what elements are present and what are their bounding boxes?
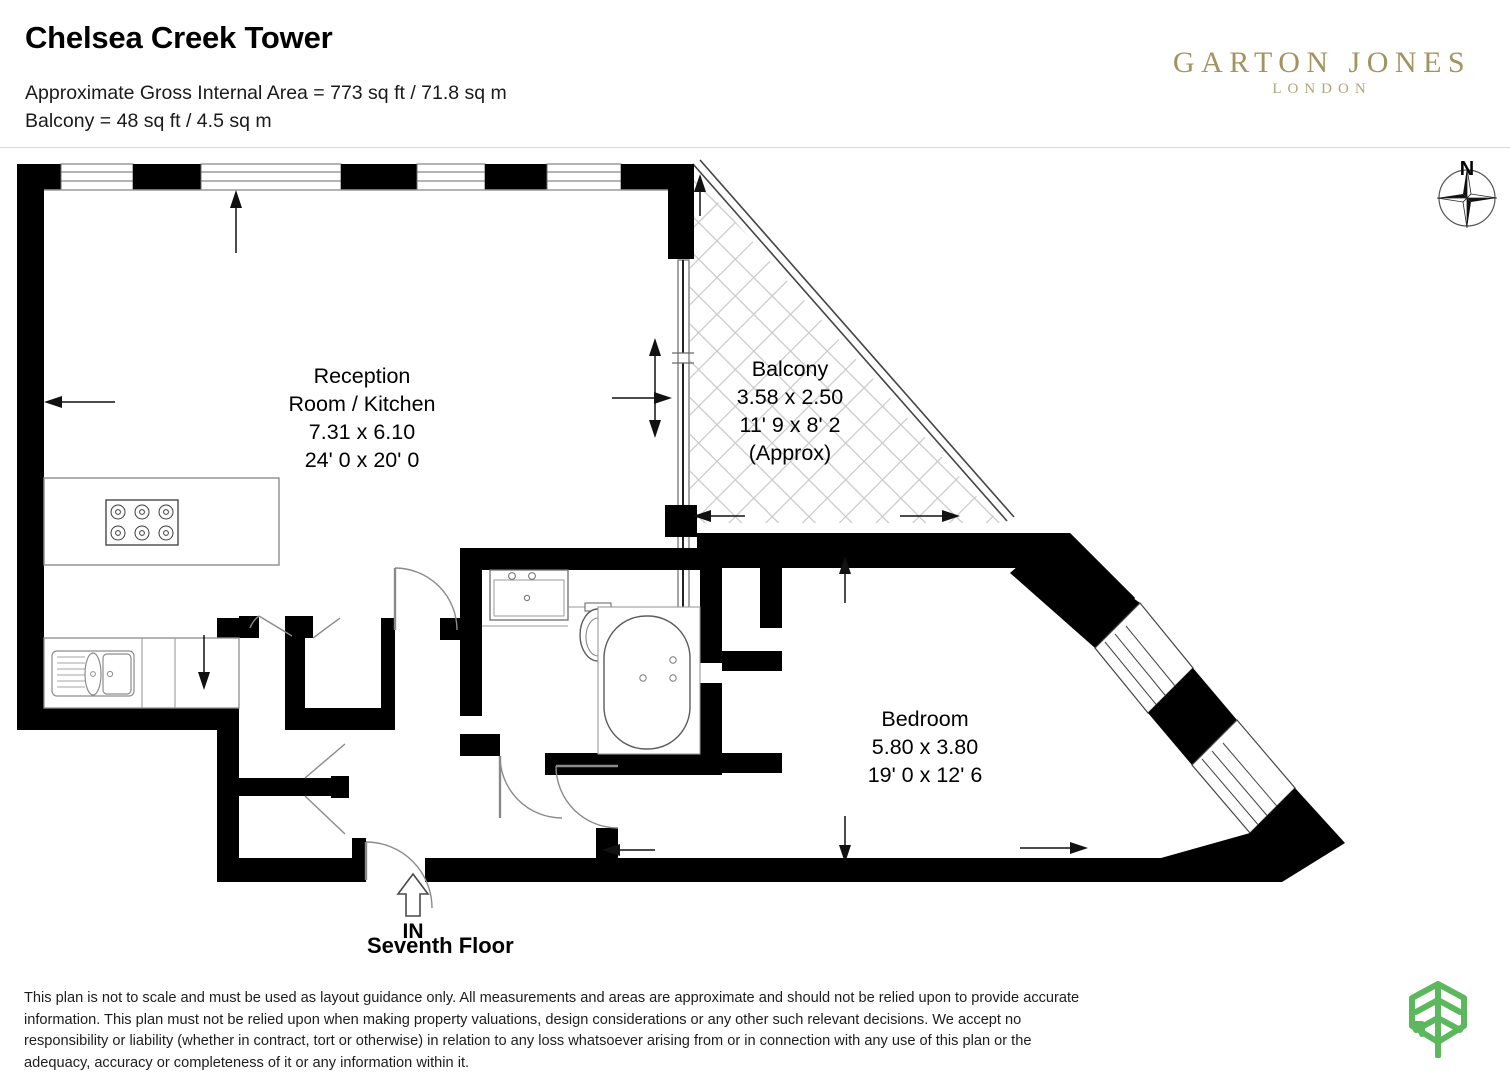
room-label-bedroom: Bedroom 5.80 x 3.80 19' 0 x 12' 6 — [868, 707, 983, 787]
balcony-area-text: Balcony = 48 sq ft / 4.5 sq m — [25, 110, 272, 132]
reception-label-line-4: 24' 0 x 20' 0 — [305, 448, 420, 472]
disclaimer-text: This plan is not to scale and must be us… — [24, 990, 1080, 1071]
floor-caption: Seventh Floor — [367, 933, 514, 958]
hob-burners — [110, 504, 174, 541]
floor-plan-drawing: Reception Room / Kitchen 7.31 x 6.10 24'… — [17, 159, 1345, 943]
brand-logo: GARTON JONES LONDON — [1152, 46, 1492, 98]
bedroom-label-line-2: 5.80 x 3.80 — [872, 735, 978, 759]
compass-rose: N — [1432, 158, 1502, 258]
header-divider — [0, 147, 1510, 148]
eco-leaf-icon — [1398, 978, 1478, 1059]
balcony-label-line-3: 11' 9 x 8' 2 — [739, 413, 840, 437]
entrance-arrow-icon — [396, 872, 430, 917]
balcony-label-line-4: (Approx) — [749, 441, 831, 465]
kitchen-sink-icon — [51, 650, 135, 697]
bathtub-icon — [597, 606, 701, 755]
top-wall-windows — [17, 163, 694, 191]
washbasin-icon — [482, 569, 569, 627]
kitchen-counter — [43, 637, 240, 709]
room-label-reception: Reception Room / Kitchen 7.31 x 6.10 24'… — [289, 364, 436, 472]
floor-plan: Reception Room / Kitchen 7.31 x 6.10 24'… — [0, 148, 1510, 958]
door-swings — [249, 567, 619, 909]
bathroom-fixtures — [482, 569, 701, 755]
gross-internal-area-text: Approximate Gross Internal Area = 773 sq… — [25, 82, 507, 104]
balcony-area — [690, 159, 1015, 523]
bedroom-label-line-3: 19' 0 x 12' 6 — [868, 763, 983, 787]
reception-label-line-1: Reception — [314, 364, 411, 388]
balcony-label-line-2: 3.58 x 2.50 — [737, 385, 843, 409]
entrance-label: IN — [403, 920, 424, 943]
reception-label-line-2: Room / Kitchen — [289, 392, 436, 416]
compass-north-label: N — [1459, 158, 1475, 180]
room-label-balcony: Balcony 3.58 x 2.50 11' 9 x 8' 2 (Approx… — [737, 357, 843, 465]
wall-structure — [17, 164, 1161, 882]
kitchen-island — [43, 477, 280, 566]
bedroom-label-line-1: Bedroom — [881, 707, 968, 731]
brand-subtitle: LONDON — [1272, 81, 1372, 97]
page-title: Chelsea Creek Tower — [25, 20, 333, 55]
compass-icon — [1436, 167, 1498, 229]
entrance-marker: IN — [396, 872, 430, 943]
brand-name: GARTON JONES — [1172, 46, 1472, 79]
dimension-arrows — [44, 174, 1088, 863]
bedroom-angled-wall — [1010, 538, 1345, 882]
balcony-label-line-1: Balcony — [752, 357, 829, 381]
reception-label-line-3: 7.31 x 6.10 — [309, 420, 415, 444]
page-header: Chelsea Creek Tower Approximate Gross In… — [0, 0, 1510, 148]
